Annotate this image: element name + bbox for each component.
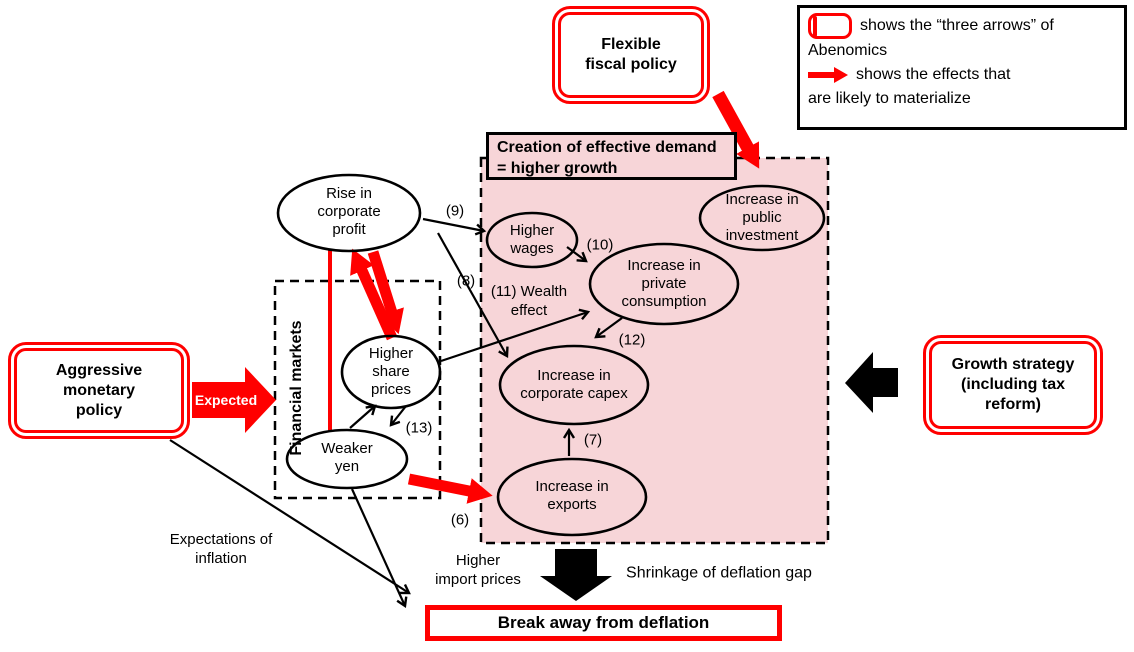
arrow-10-wages-to-consumption bbox=[566, 246, 588, 263]
legend-materialize-text: are likely to materialize bbox=[808, 90, 971, 107]
node-public-investment bbox=[698, 184, 826, 252]
effective-demand-header: Creation of effective demand = higher gr… bbox=[486, 132, 737, 180]
node-corporate-capex bbox=[498, 344, 650, 426]
growth-strategy-box: Growth strategy (including tax reform) bbox=[923, 335, 1103, 435]
legend-three-arrows-text: shows the “three arrows” of bbox=[860, 17, 1054, 34]
monetary-policy-box: Aggressive monetary policy bbox=[8, 342, 190, 439]
label-13: (13) bbox=[405, 419, 433, 437]
shrinkage-label: Shrinkage of deflation gap bbox=[626, 564, 812, 582]
node-weaker-yen bbox=[285, 428, 409, 490]
label-12: (12) bbox=[618, 331, 646, 349]
node-exports bbox=[496, 457, 648, 537]
expectations-of-inflation-label: Expectations of inflation bbox=[169, 531, 273, 567]
expected-block-arrow bbox=[192, 367, 276, 433]
node-corporate-profit bbox=[276, 173, 422, 253]
share-prices-label: Higher share prices bbox=[368, 345, 414, 398]
growth-strategy-label: Growth strategy (including tax reform) bbox=[929, 341, 1097, 429]
label-8: (8) bbox=[456, 272, 476, 290]
growth-strategy-block-arrow bbox=[845, 352, 898, 413]
arrow-monetary-to-break-away bbox=[169, 439, 411, 595]
exports-label: Increase in exports bbox=[535, 478, 609, 513]
node-higher-wages bbox=[485, 211, 579, 269]
legend: shows the “three arrows” of Abenomics sh… bbox=[797, 5, 1127, 130]
node-private-consumption bbox=[588, 242, 740, 326]
node-share-prices bbox=[340, 334, 442, 410]
arrow-12-consumption-to-capex bbox=[594, 317, 623, 339]
red-arrow-icon bbox=[808, 67, 848, 83]
financial-markets-label: Financial markets bbox=[288, 320, 305, 456]
arrow-fiscal-to-public-investment bbox=[712, 90, 760, 169]
higher-wages-label: Higher wages bbox=[509, 222, 555, 257]
weaker-yen-label: Weaker yen bbox=[321, 440, 373, 475]
arrow-11-share-prices-to-consumption bbox=[440, 308, 591, 363]
monetary-policy-label: Aggressive monetary policy bbox=[14, 348, 184, 433]
label-6: (6) bbox=[450, 511, 470, 529]
legend-row-three-arrows: shows the “three arrows” of bbox=[808, 13, 1116, 39]
private-consumption-label: Increase in private consumption bbox=[621, 257, 707, 310]
arrow-8-profit-to-capex bbox=[437, 232, 509, 358]
corporate-profit-label: Rise in corporate profit bbox=[317, 185, 381, 238]
label-11-wealth-effect: (11) Wealth effect bbox=[490, 283, 568, 319]
label-9: (9) bbox=[445, 202, 465, 220]
arrow-13-share-prices-to-weaker-yen bbox=[389, 405, 407, 427]
label-10: (10) bbox=[586, 236, 614, 254]
arrow-weaker-yen-to-break-away bbox=[350, 488, 408, 609]
public-investment-label: Increase in public investment bbox=[725, 191, 799, 244]
legend-row-effects: shows the effects that bbox=[808, 63, 1116, 87]
fiscal-policy-box: Flexible fiscal policy bbox=[552, 6, 710, 104]
legend-abenomics-text: Abenomics bbox=[808, 42, 888, 59]
legend-effects-text: shows the effects that bbox=[856, 66, 1011, 83]
arrow-weaker-yen-to-share-prices bbox=[349, 404, 377, 429]
fiscal-policy-label: Flexible fiscal policy bbox=[558, 12, 704, 98]
three-arrows-box-icon bbox=[808, 13, 852, 39]
arrow-6-weaker-yen-to-exports bbox=[407, 473, 493, 504]
shrinkage-block-arrow bbox=[540, 549, 612, 601]
arrow-9-profit-to-wages bbox=[422, 217, 487, 236]
expected-label: Expected bbox=[194, 392, 258, 408]
break-away-box: Break away from deflation bbox=[425, 605, 782, 641]
higher-import-prices-label: Higher import prices bbox=[435, 552, 521, 588]
label-7: (7) bbox=[583, 431, 603, 449]
arrow-profit-to-share-prices bbox=[367, 250, 404, 335]
corporate-capex-label: Increase in corporate capex bbox=[520, 367, 628, 402]
financial-markets-region bbox=[273, 279, 442, 500]
three-arrows-box-icon-inner bbox=[813, 16, 817, 37]
